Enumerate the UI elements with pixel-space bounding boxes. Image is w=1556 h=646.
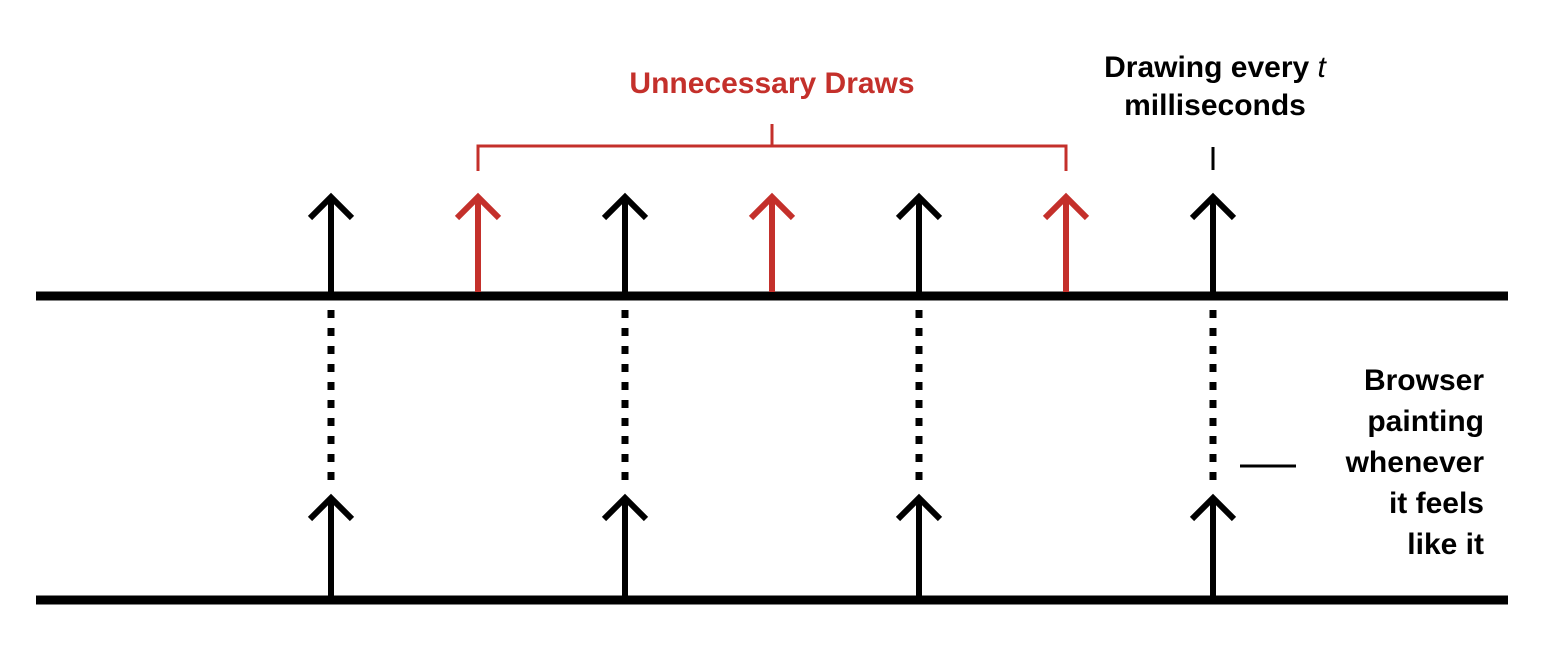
browser-line-3: whenever — [1345, 446, 1484, 479]
browser-line-4: it feels — [1388, 487, 1484, 520]
paint-arrow-4-head — [1189, 493, 1237, 522]
t-variable: t — [1317, 51, 1326, 84]
draw-arrow-3-head — [895, 192, 943, 221]
browser-line-5: like it — [1407, 528, 1484, 561]
browser-painting-label: Browser painting whenever it feels like … — [1284, 360, 1484, 565]
drawing-every-text: Drawing every — [1104, 51, 1310, 84]
draw-arrow-1-head — [307, 192, 355, 221]
unnecessary-draw-arrow-3-head — [1042, 192, 1090, 221]
drawing-every-t-label: Drawing every t milliseconds — [1035, 49, 1395, 125]
paint-arrow-2-head — [601, 493, 649, 522]
unnecessary-draw-arrow-1-head — [454, 192, 502, 221]
diagram-shapes — [36, 124, 1508, 605]
draw-arrow-4-head — [1189, 192, 1237, 221]
browser-line-1: Browser — [1363, 364, 1484, 397]
unnecessary-draw-arrow-2-head — [748, 192, 796, 221]
unnecessary-bracket — [476, 144, 1068, 171]
milliseconds-line: milliseconds — [1124, 89, 1306, 122]
drawing-every-line: Drawing every t — [1035, 49, 1395, 87]
browser-line-2: painting — [1367, 405, 1484, 438]
unnecessary-draws-label: Unnecessary Draws — [629, 67, 915, 100]
paint-arrow-3-head — [895, 493, 943, 522]
paint-arrow-1-head — [307, 493, 355, 522]
draw-arrow-2-head — [601, 192, 649, 221]
